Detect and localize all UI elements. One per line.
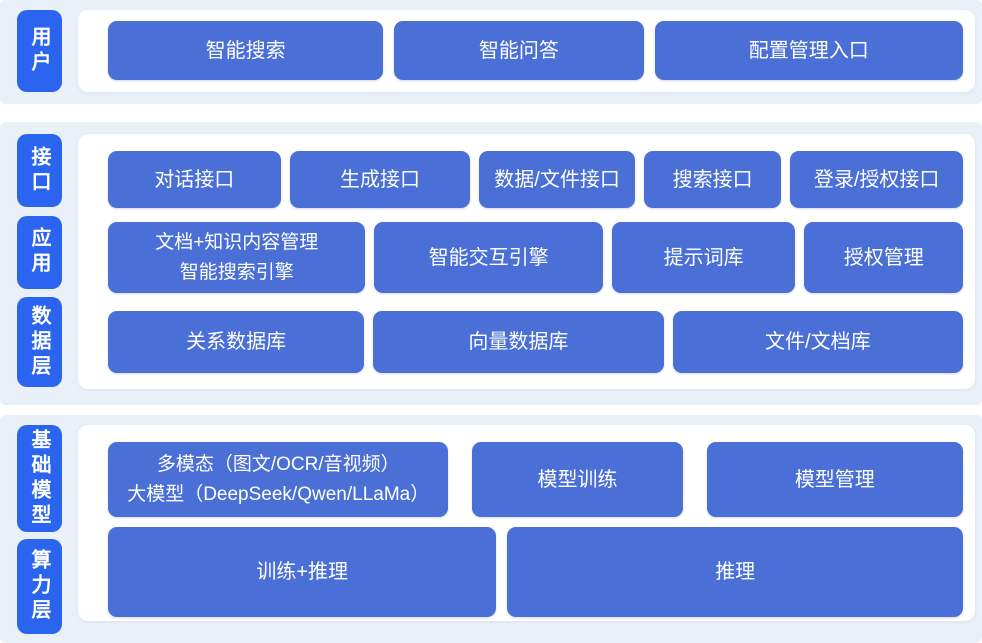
node-text-line: 大模型（DeepSeek/Qwen/LLaMa） xyxy=(127,483,430,505)
node-model-management: 模型管理 xyxy=(706,442,963,517)
layer-label-user: 用户 xyxy=(17,10,62,92)
node-authorization-management: 授权管理 xyxy=(804,222,963,293)
middle-panel: 对话接口 生成接口 数据/文件接口 搜索接口 登录/授权接口 文档+知识内容管理… xyxy=(78,134,975,389)
node-login-auth-api: 登录/授权接口 xyxy=(790,151,963,208)
layer-label-compute: 算力层 xyxy=(17,539,62,634)
node-file-document-store: 文件/文档库 xyxy=(672,311,963,373)
node-config-management-entry: 配置管理入口 xyxy=(654,21,964,80)
node-text-line: 文档+知识内容管理 xyxy=(155,232,319,254)
middle-label-column: 接口 应用 数据层 xyxy=(17,134,62,389)
node-prompt-library: 提示词库 xyxy=(611,222,796,293)
node-smart-interaction-engine: 智能交互引擎 xyxy=(374,222,603,293)
node-text-line: 多模态（图文/OCR/音视频） xyxy=(156,454,400,476)
node-search-api: 搜索接口 xyxy=(643,151,782,208)
node-data-file-api: 数据/文件接口 xyxy=(479,151,635,208)
node-vector-database: 向量数据库 xyxy=(373,311,664,373)
node-model-training: 模型训练 xyxy=(472,442,683,517)
model-label-column: 基础模型 算力层 xyxy=(17,425,62,643)
node-inference: 推理 xyxy=(507,527,963,617)
user-layer-band: 用户 智能搜索 智能问答 配置管理入口 xyxy=(0,0,982,104)
node-training-plus-inference: 训练+推理 xyxy=(108,527,497,617)
foundation-model-row: 多模态（图文/OCR/音视频） 大模型（DeepSeek/Qwen/LLaMa）… xyxy=(108,442,963,517)
middle-layers-band: 接口 应用 数据层 对话接口 生成接口 数据/文件接口 搜索接口 登录/授权接口… xyxy=(0,122,982,405)
layer-label-application: 应用 xyxy=(17,215,62,289)
node-text-line: 智能搜索引擎 xyxy=(179,261,294,283)
node-dialog-api: 对话接口 xyxy=(108,151,281,208)
user-panel: 智能搜索 智能问答 配置管理入口 xyxy=(78,10,975,92)
data-row: 关系数据库 向量数据库 文件/文档库 xyxy=(108,311,963,373)
node-multimodal-llm: 多模态（图文/OCR/音视频） 大模型（DeepSeek/Qwen/LLaMa） xyxy=(108,442,449,517)
model-layers-band: 基础模型 算力层 多模态（图文/OCR/音视频） 大模型（DeepSeek/Qw… xyxy=(0,415,982,643)
user-label-column: 用户 xyxy=(17,10,62,92)
model-panel: 多模态（图文/OCR/音视频） 大模型（DeepSeek/Qwen/LLaMa）… xyxy=(78,425,975,621)
node-smart-qa: 智能问答 xyxy=(394,21,644,80)
node-relational-database: 关系数据库 xyxy=(108,311,365,373)
layer-label-data: 数据层 xyxy=(17,297,62,387)
user-row: 智能搜索 智能问答 配置管理入口 xyxy=(108,21,964,80)
node-smart-search: 智能搜索 xyxy=(108,21,384,80)
interface-row: 对话接口 生成接口 数据/文件接口 搜索接口 登录/授权接口 xyxy=(108,151,963,208)
compute-row: 训练+推理 推理 xyxy=(108,527,963,617)
layer-label-interface: 接口 xyxy=(17,134,62,207)
node-generation-api: 生成接口 xyxy=(289,151,471,208)
node-doc-knowledge-search-engine: 文档+知识内容管理 智能搜索引擎 xyxy=(108,222,366,293)
application-row: 文档+知识内容管理 智能搜索引擎 智能交互引擎 提示词库 授权管理 xyxy=(108,222,963,293)
layer-label-foundation-model: 基础模型 xyxy=(17,425,62,532)
